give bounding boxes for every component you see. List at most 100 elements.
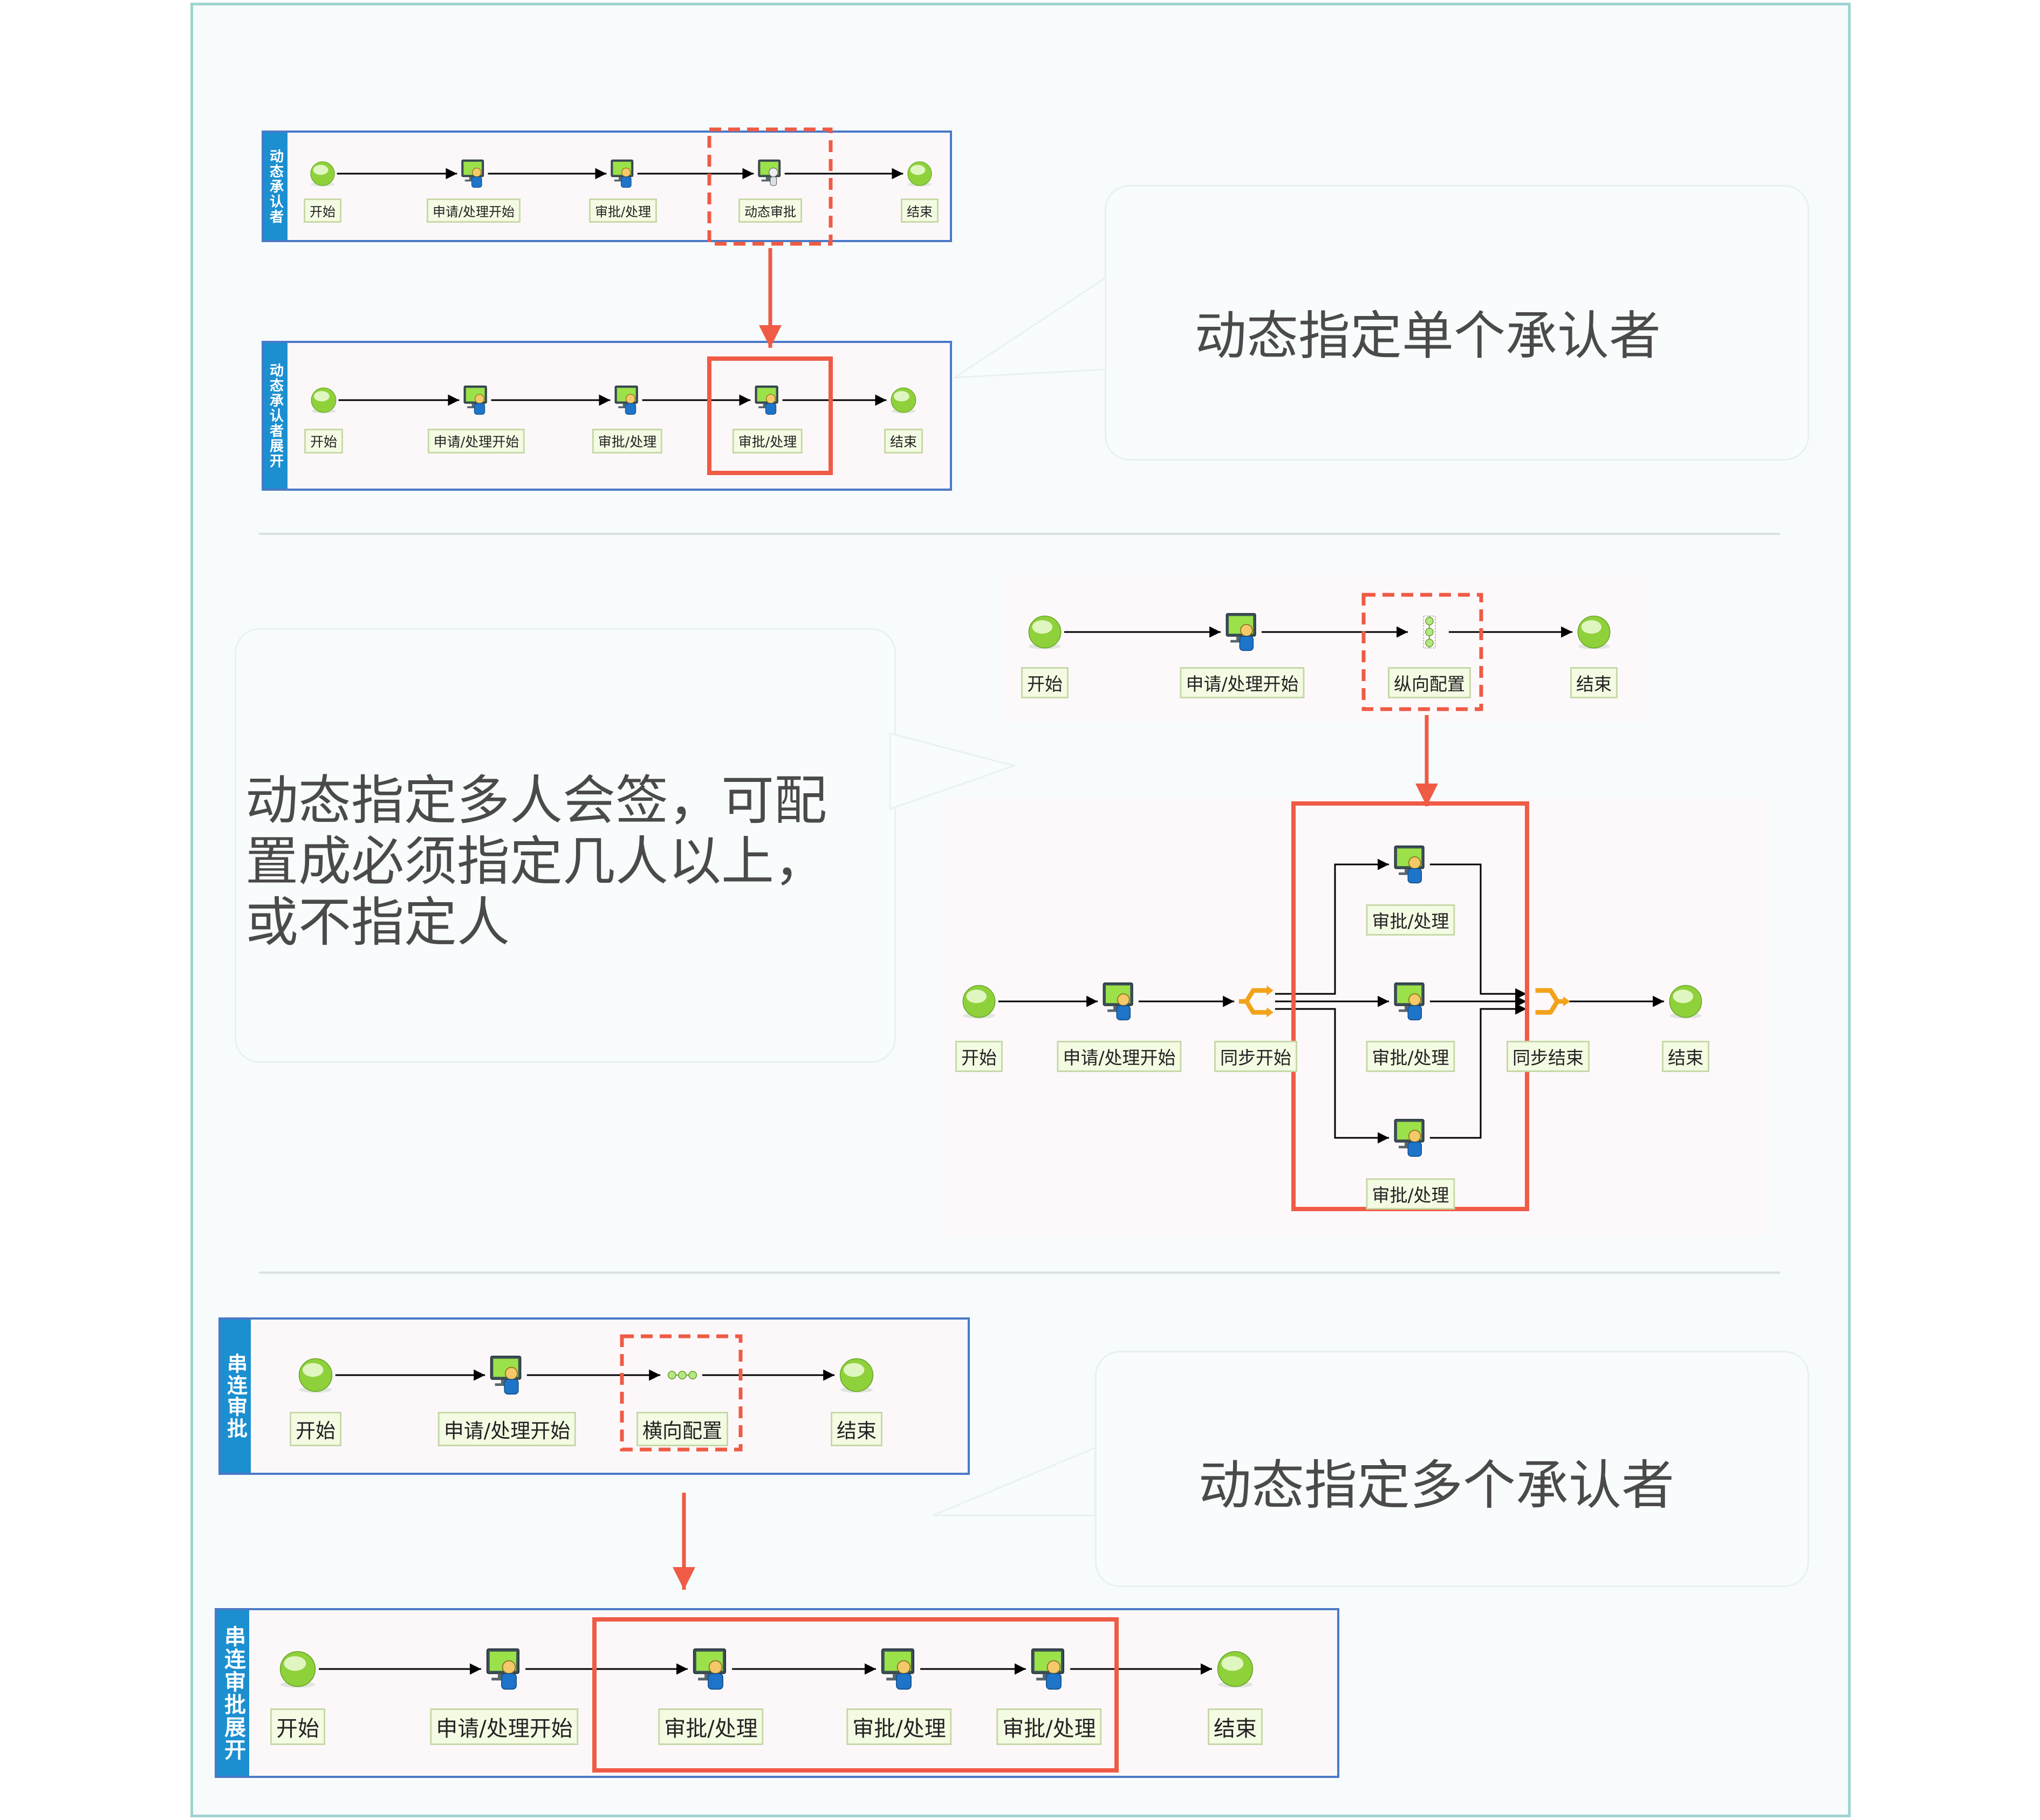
node-label: 审批/处理 <box>592 429 663 454</box>
dynamic-approve-icon <box>758 159 781 186</box>
caption-bubble-2 <box>235 628 896 1063</box>
node-label: 动态审批 <box>738 198 802 223</box>
flow-panel-dynamic-approver-expanded: 动态承认者展开 <box>262 341 952 491</box>
swimlane-label: 串连审批 <box>221 1320 251 1473</box>
flow-serial-approval-node-0: 开始 <box>290 1412 341 1446</box>
flow-serial-approval-expanded-node-2: 审批/处理 <box>658 1708 764 1745</box>
user-task-icon <box>881 1648 915 1690</box>
flow-edge <box>1429 1003 1527 1139</box>
node-label: 审批/处理 <box>658 1708 764 1745</box>
user-task-icon <box>486 1648 520 1690</box>
vertical-config-icon <box>1423 615 1436 649</box>
flow-panel-countersign-expanded <box>941 798 1769 1235</box>
flow-serial-approval-expanded-node-1: 申请/处理开始 <box>430 1708 579 1745</box>
swimlane-label: 动态承认者展开 <box>264 343 287 489</box>
user-task-icon <box>1226 613 1256 651</box>
flow-dynamic-approver-node-1: 申请/处理开始 <box>426 198 521 223</box>
node-label: 审批/处理 <box>588 198 658 223</box>
caption-bubble-1 <box>1105 185 1809 461</box>
node-label: 申请/处理开始 <box>437 1412 577 1446</box>
start-circle-icon <box>311 387 337 414</box>
flow-dynamic-approver-expanded-node-4: 结束 <box>884 429 923 454</box>
flow-countersign-expanded-node-0: 开始 <box>955 1041 1003 1072</box>
end-circle-icon <box>839 1358 874 1393</box>
section-divider <box>259 533 1780 535</box>
end-circle-icon <box>1669 985 1702 1019</box>
flow-dynamic-approver-node-3: 动态审批 <box>738 198 802 223</box>
node-label: 申请/处理开始 <box>1057 1041 1182 1072</box>
end-circle-icon <box>1577 615 1611 649</box>
user-task-icon <box>611 159 634 188</box>
flow-panel-vertical-config <box>1004 576 1646 722</box>
user-task-icon <box>755 385 778 415</box>
node-label: 申请/处理开始 <box>426 198 521 223</box>
user-task-icon <box>1394 845 1425 884</box>
user-task-icon <box>1103 982 1133 1021</box>
caption-bubble-3-tail <box>933 1446 1096 1516</box>
node-label: 同步结束 <box>1507 1041 1590 1072</box>
node-label: 结束 <box>884 429 923 454</box>
flow-panel-serial-approval-expanded: 串连审批展开 <box>215 1608 1339 1778</box>
flow-vertical-config-node-0: 开始 <box>1021 667 1069 698</box>
node-label: 结束 <box>1570 667 1618 698</box>
start-circle-icon <box>279 1651 316 1688</box>
caption-bubble-1-tail <box>951 276 1107 379</box>
node-label: 纵向配置 <box>1388 667 1471 698</box>
flow-countersign-expanded-node-6: 同步结束 <box>1507 1041 1590 1072</box>
caption-text-2-line-1: 动态指定多人会签，可配 <box>245 770 827 832</box>
end-circle-icon <box>907 161 932 187</box>
node-label: 开始 <box>304 429 344 454</box>
user-task-icon <box>490 1355 522 1395</box>
node-label: 开始 <box>290 1412 341 1446</box>
caption-text-3: 动态指定多个承认者 <box>1199 1455 1675 1516</box>
flow-dynamic-approver-node-0: 开始 <box>304 198 341 223</box>
flow-serial-approval-expanded-node-5: 结束 <box>1208 1708 1263 1745</box>
user-task-icon <box>1394 982 1425 1021</box>
flow-vertical-config-node-3: 结束 <box>1570 667 1618 698</box>
flow-panel-dynamic-approver: 动态承认者 <box>262 131 952 242</box>
node-label: 横向配置 <box>636 1412 728 1446</box>
flow-serial-approval-node-1: 申请/处理开始 <box>437 1412 577 1446</box>
flow-dynamic-approver-node-4: 结束 <box>901 198 939 223</box>
user-task-icon <box>1394 1118 1425 1157</box>
start-circle-icon <box>310 161 335 187</box>
node-label: 审批/处理 <box>1366 1178 1455 1210</box>
dynamic-approve-highlight <box>707 127 833 246</box>
node-label: 结束 <box>831 1412 882 1446</box>
flow-countersign-expanded-node-5: 审批/处理 <box>1366 1178 1455 1210</box>
caption-bubble-2-tail <box>889 732 1017 811</box>
swimlane-label: 串连审批展开 <box>217 1610 249 1776</box>
flow-panel-serial-approval: 串连审批 <box>218 1317 970 1475</box>
flow-serial-approval-expanded-node-4: 审批/处理 <box>996 1708 1102 1745</box>
horizontal-config-highlight <box>620 1334 743 1452</box>
node-label: 申请/处理开始 <box>430 1708 579 1745</box>
node-label: 同步开始 <box>1214 1041 1297 1072</box>
end-circle-icon <box>891 387 916 414</box>
node-label: 申请/处理开始 <box>427 429 525 454</box>
user-task-icon <box>461 159 484 188</box>
node-label: 申请/处理开始 <box>1180 667 1305 698</box>
serial-expanded-highlight <box>592 1617 1119 1773</box>
flow-dynamic-approver-expanded-node-1: 申请/处理开始 <box>427 429 525 454</box>
flow-edge <box>1275 859 1389 995</box>
user-task-icon <box>614 385 638 415</box>
node-label: 审批/处理 <box>846 1708 952 1745</box>
sync-join-icon <box>1535 988 1570 1015</box>
flow-countersign-expanded-node-3: 审批/处理 <box>1366 904 1455 936</box>
section-divider <box>259 1272 1780 1274</box>
node-label: 开始 <box>955 1041 1003 1072</box>
end-circle-icon <box>1217 1651 1254 1688</box>
start-circle-icon <box>962 985 996 1019</box>
flow-serial-approval-node-3: 结束 <box>831 1412 882 1446</box>
flow-countersign-expanded-node-4: 审批/处理 <box>1366 1041 1455 1072</box>
flow-countersign-expanded-node-7: 结束 <box>1662 1041 1709 1072</box>
node-label: 开始 <box>270 1708 325 1745</box>
sync-split-icon <box>1238 985 1274 1018</box>
caption-bubble-3 <box>1095 1351 1809 1587</box>
flow-dynamic-approver-expanded-node-0: 开始 <box>304 429 344 454</box>
flow-serial-approval-node-2: 横向配置 <box>636 1412 728 1446</box>
node-label: 开始 <box>1021 667 1069 698</box>
horizontal-config-icon <box>667 1370 697 1380</box>
node-label: 审批/处理 <box>732 429 803 454</box>
